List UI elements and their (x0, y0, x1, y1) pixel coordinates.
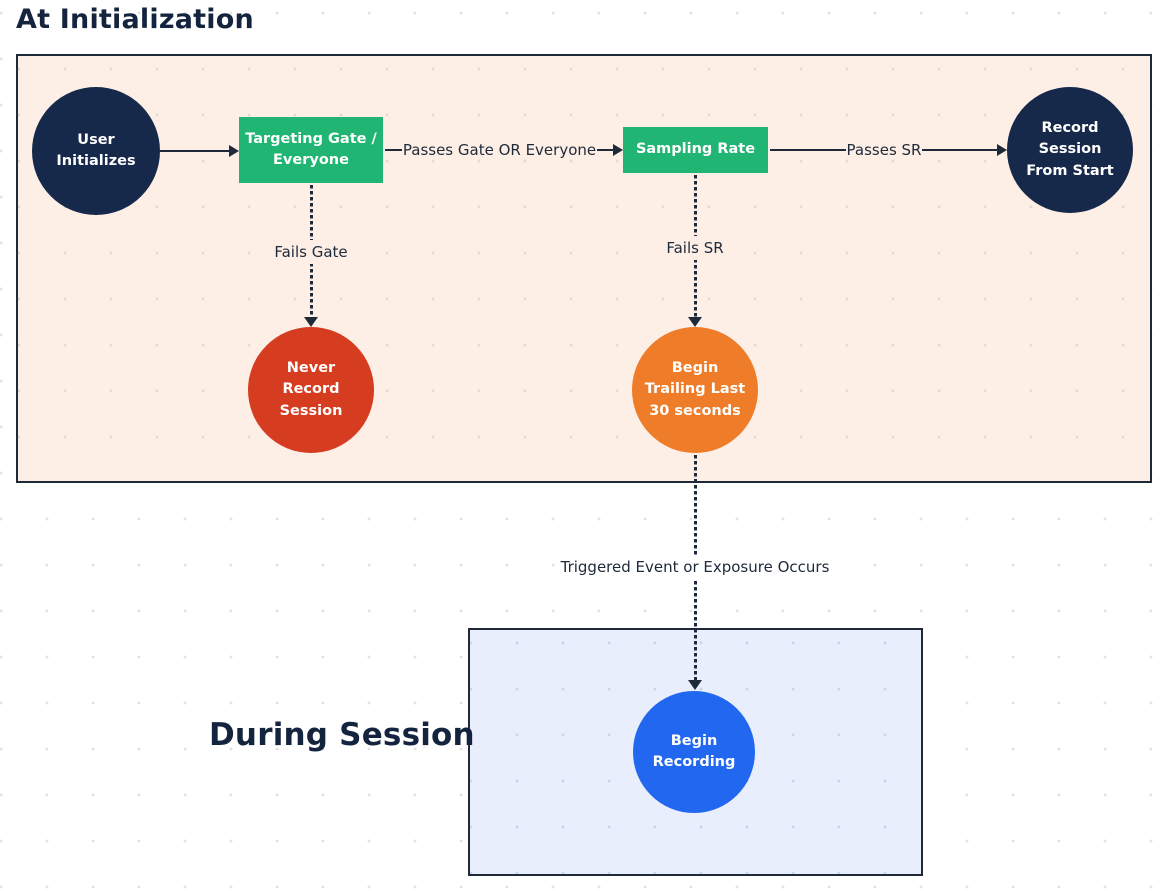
initialization-panel (16, 54, 1152, 483)
arrowhead-down-icon (304, 317, 318, 327)
edge-passes-sr: Passes SR (770, 139, 1008, 161)
node-label: Begin Trailing Last 30 seconds (644, 360, 746, 419)
node-never-record-session: Never Record Session (248, 327, 374, 453)
initialization-section-title: At Initialization (16, 4, 254, 35)
node-label: User Initializes (56, 131, 136, 169)
node-label: Begin Recording (652, 732, 736, 770)
edge-line (922, 149, 999, 151)
during-session-title: During Session (209, 717, 475, 753)
arrowhead-right-icon (229, 145, 239, 157)
node-user-initializes: User Initializes (32, 87, 160, 215)
node-label: Sampling Rate (635, 141, 756, 158)
edge-line (597, 149, 614, 151)
edge-line (385, 149, 402, 151)
edge-label-fails-gate: Fails Gate (268, 240, 354, 264)
edge-passes-gate: Passes Gate OR Everyone (385, 139, 623, 161)
node-begin-recording: Begin Recording (633, 691, 755, 813)
edge-line (770, 149, 846, 151)
arrowhead-down-icon (688, 317, 702, 327)
node-label: Record Session From Start (1026, 120, 1114, 179)
edge-init-to-gate (160, 140, 239, 162)
node-label: Never Record Session (279, 360, 343, 419)
node-record-session-from-start: Record Session From Start (1007, 87, 1133, 213)
edge-label-passes-sr: Passes SR (846, 141, 922, 159)
arrowhead-right-icon (997, 144, 1008, 156)
node-sampling-rate: Sampling Rate (623, 127, 768, 173)
arrowhead-down-icon (688, 680, 702, 690)
node-begin-trailing-last-30: Begin Trailing Last 30 seconds (632, 327, 758, 453)
edge-label-passes-gate: Passes Gate OR Everyone (402, 141, 597, 159)
node-targeting-gate: Targeting Gate / Everyone (239, 117, 383, 183)
arrowhead-right-icon (613, 144, 623, 156)
node-label: Targeting Gate / Everyone (245, 130, 377, 168)
edge-line (160, 150, 230, 152)
edge-label-fails-sr: Fails SR (660, 236, 730, 260)
edge-label-triggered-event: Triggered Event or Exposure Occurs (554, 555, 836, 579)
